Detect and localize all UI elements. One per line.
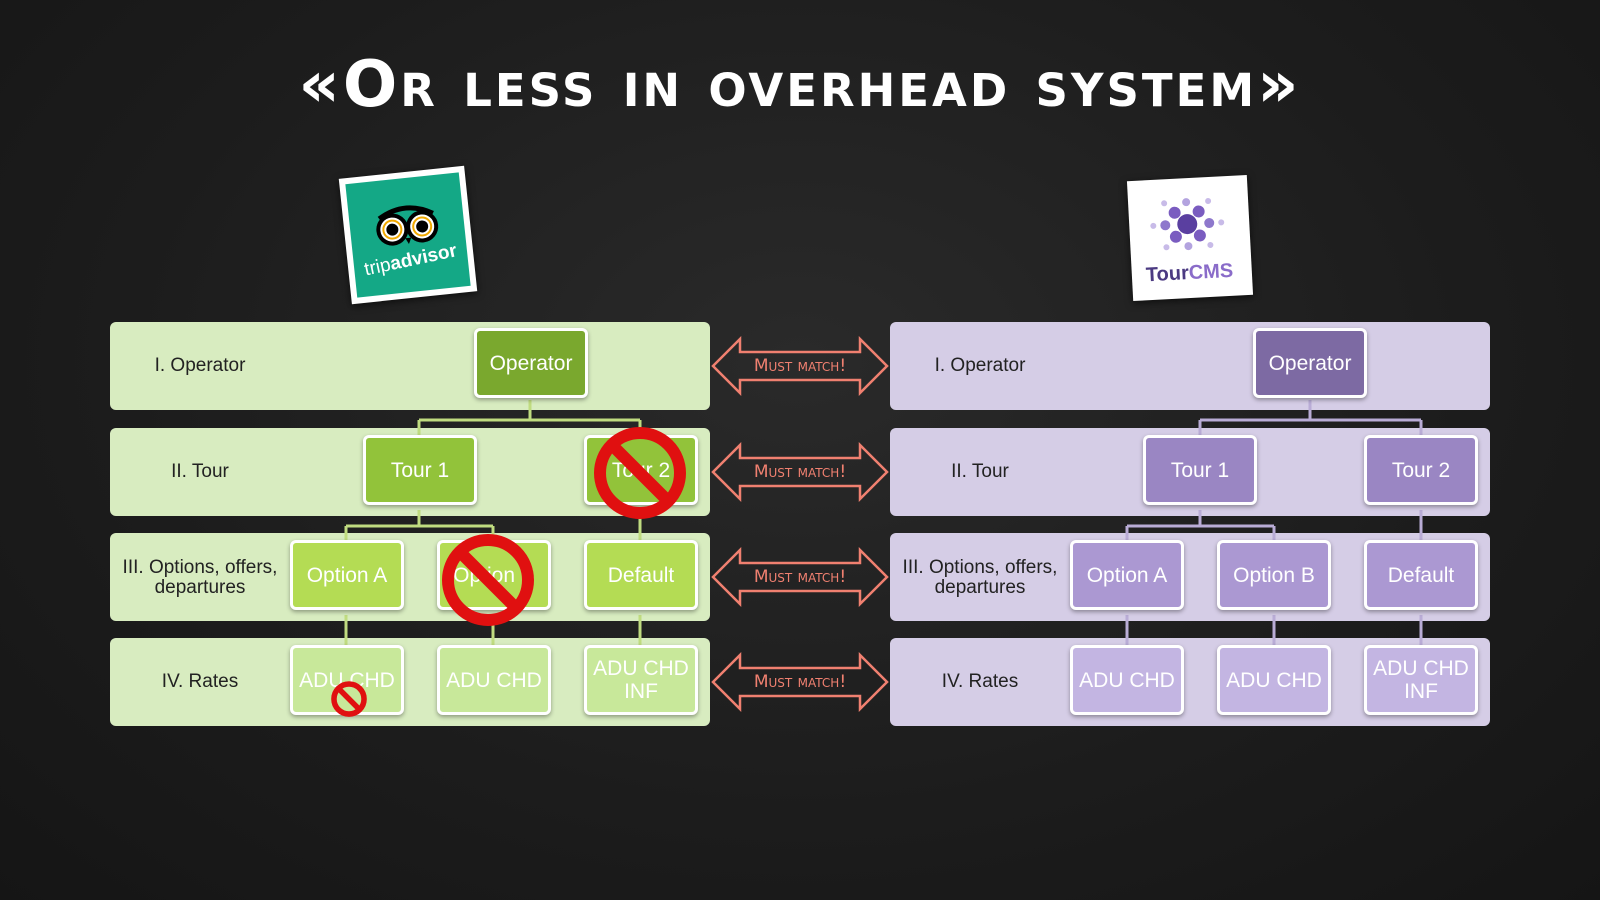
right-level-label-2: II. Tour [951,461,1009,482]
left-operator-node: Operator [474,328,588,398]
right-level-label-4: IV. Rates [941,671,1019,692]
right-band-operator [890,322,1490,410]
owl-icon [376,205,439,246]
must-match-arrow-1: Must match! [710,336,890,396]
left-rate-default-node: ADU CHD INF [584,645,698,715]
must-match-label-2: Must match! [753,462,847,482]
right-rate-b-node: ADU CHD [1217,645,1331,715]
double-arrow-icon [711,652,889,712]
must-match-arrow-2: Must match! [710,442,890,502]
prohibit-icon-tour-2 [594,427,686,519]
right-option-a-node: Option A [1070,540,1184,610]
left-level-label-1: I. Operator [154,355,246,376]
dots-icon [1150,198,1225,251]
tourcms-wordmark: TourCMS [1145,259,1234,287]
prohibit-icon-rate-chd [331,681,367,717]
right-option-b-node: Option B [1217,540,1331,610]
double-arrow-icon [711,442,889,502]
slide-title: «Or less in overhead system» [298,48,1302,122]
must-match-label-4: Must match! [753,672,847,692]
right-tour-2-node: Tour 2 [1364,435,1478,505]
right-rate-default-node: ADU CHD INF [1364,645,1478,715]
left-band-operator [110,322,710,410]
right-level-label-3: III. Options, offers, departures [902,557,1058,598]
left-rate-b-node: ADU CHD [437,645,551,715]
left-level-label-2: II. Tour [171,461,229,482]
left-option-a-node: Option A [290,540,404,610]
double-arrow-icon [711,547,889,607]
right-tour-1-node: Tour 1 [1143,435,1257,505]
right-default-node: Default [1364,540,1478,610]
double-arrow-icon [711,336,889,396]
must-match-label-3: Must match! [753,567,847,587]
prohibit-icon-option-b [442,534,534,626]
must-match-arrow-4: Must match! [710,652,890,712]
must-match-arrow-3: Must match! [710,547,890,607]
right-rate-a-node: ADU CHD [1070,645,1184,715]
left-level-label-4: IV. Rates [161,671,239,692]
tourcms-logo: TourCMS [1126,174,1254,302]
left-default-node: Default [584,540,698,610]
left-level-label-3: III. Options, offers, departures [122,557,278,598]
right-level-label-1: I. Operator [934,355,1026,376]
left-tour-1-node: Tour 1 [363,435,477,505]
right-operator-node: Operator [1253,328,1367,398]
must-match-label-1: Must match! [753,356,847,376]
tripadvisor-logo: tripadvisor [338,165,478,305]
